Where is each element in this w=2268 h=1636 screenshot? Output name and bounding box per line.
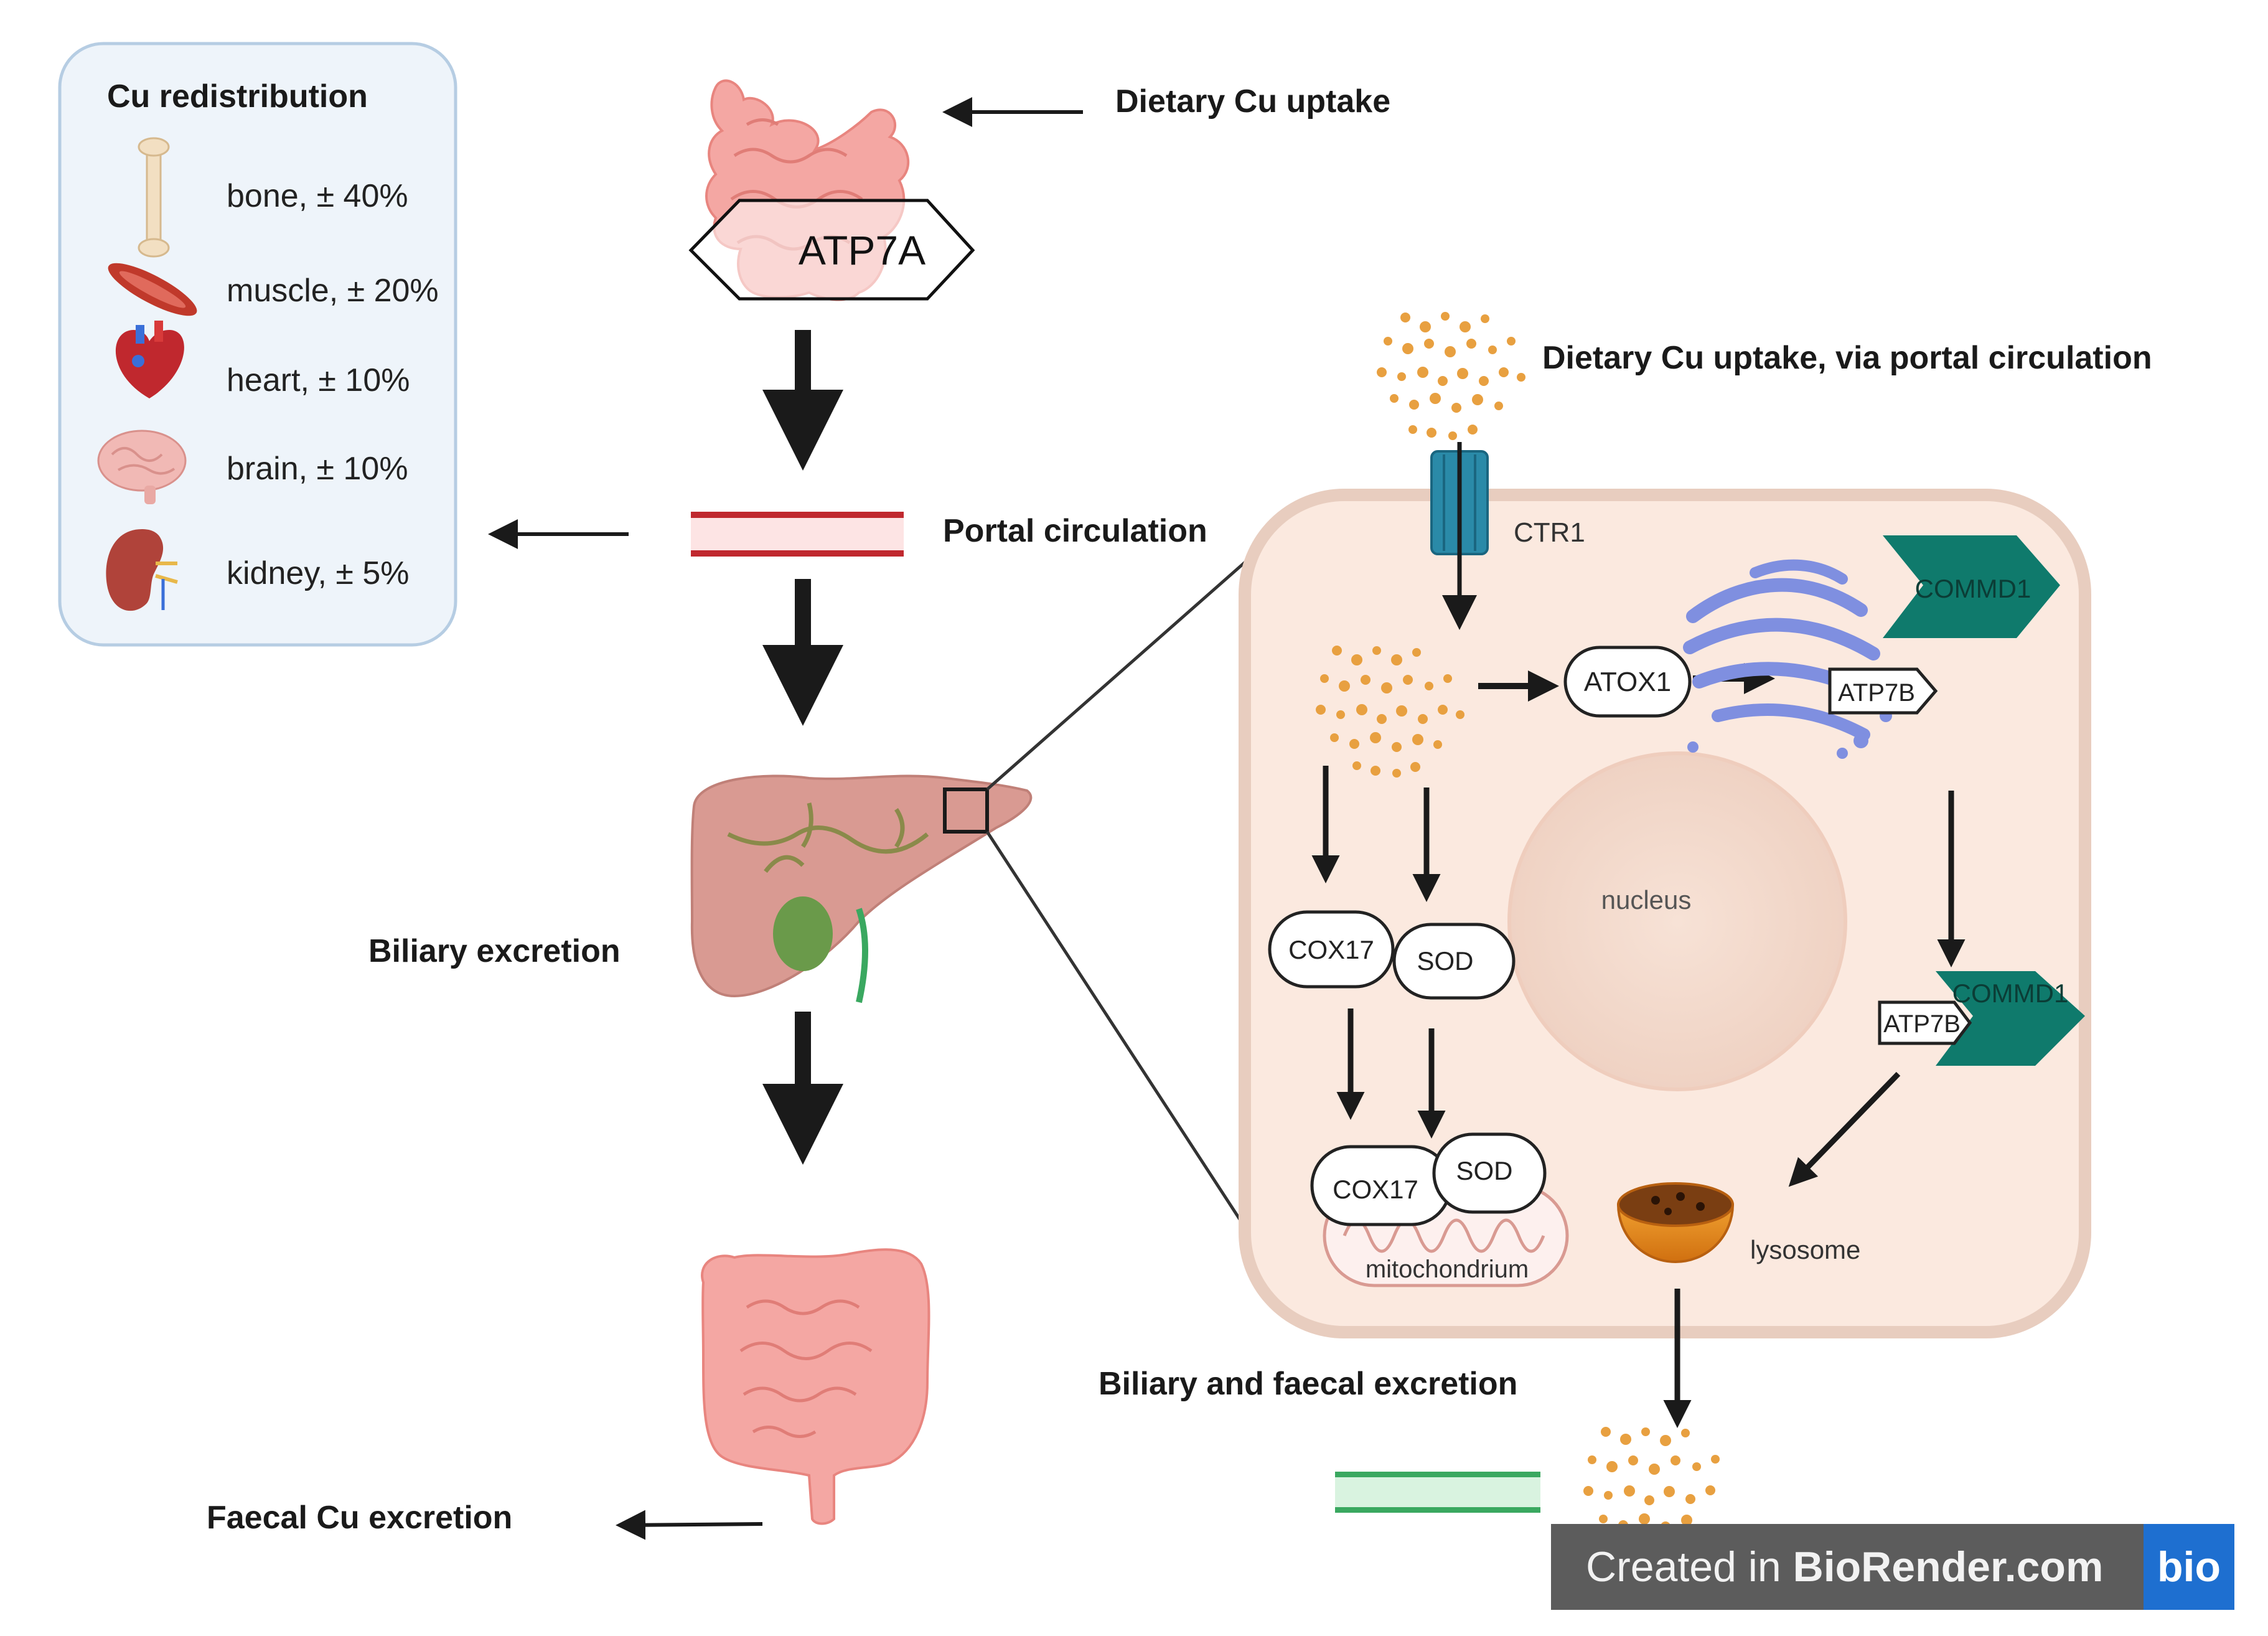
legend-item-muscle: muscle, ± 20%: [227, 273, 439, 309]
faecal-excretion-arrow: [616, 1510, 763, 1540]
biliary-faecal-excretion-label: Biliary and faecal excretion: [1099, 1366, 1517, 1402]
sod-chaperone-top: SOD: [1392, 923, 1516, 1000]
atp7a-transporter: ATP7A: [688, 199, 975, 301]
dietary-portal-uptake-label: Dietary Cu uptake, via portal circulatio…: [1542, 340, 2152, 376]
atp7b-bottom-tag: ATP7B: [1878, 1000, 1972, 1045]
ctr1-label: CTR1: [1514, 517, 1585, 548]
atp7b-bottom-label: ATP7B: [1883, 1010, 1961, 1038]
zoom-line-bottom: [985, 830, 1283, 1284]
legend-item-bone: bone, ± 40%: [227, 178, 408, 214]
heart-icon: [115, 321, 184, 398]
atox1-label: ATOX1: [1584, 667, 1671, 697]
badge-logo-label: bio: [2157, 1543, 2221, 1591]
cox17-chaperone-top: COX17: [1268, 910, 1395, 989]
bone-icon: [138, 137, 170, 258]
legend-item-kidney: kidney, ± 5%: [227, 555, 410, 591]
zoom-box: [943, 787, 989, 834]
copper-cluster-icon: [1377, 312, 1525, 440]
commd1-bottom-label: COMMD1: [1952, 979, 2069, 1008]
commd1-top-icon: COMMD1: [1883, 535, 2060, 638]
cox17-chaperone-bottom: COX17: [1310, 1145, 1452, 1226]
cox17-top-label: COX17: [1288, 935, 1374, 964]
faecal-cu-excretion-label: Faecal Cu excretion: [207, 1500, 512, 1536]
atp7b-golgi-label: ATP7B: [1838, 679, 1915, 707]
panel-title: Cu redistribution: [107, 78, 368, 115]
nucleus-label: nucleus: [1601, 885, 1692, 914]
biorender-logo-icon: [2144, 1524, 2234, 1610]
muscle-icon: [108, 263, 197, 316]
arrow-to-lysosome: [1788, 1071, 1901, 1187]
intracellular-copper-icon: [1316, 646, 1464, 778]
brain-icon: [97, 430, 187, 504]
dietary-cu-uptake-label: Dietary Cu uptake: [1115, 83, 1390, 120]
commd1-top-label: COMMD1: [1915, 574, 2031, 603]
portal-vessel-icon: [691, 512, 904, 557]
cox17-bottom-label: COX17: [1333, 1175, 1418, 1204]
zoom-line-top: [986, 531, 1280, 791]
kidney-icon: [106, 529, 178, 611]
cu-redistribution-panel: Cu redistribution bone, ± 40% muscle, ± …: [58, 42, 457, 647]
legend-item-brain: brain, ± 10%: [227, 451, 408, 487]
lysosome-label: lysosome: [1750, 1235, 1860, 1264]
sod-top-label: SOD: [1417, 946, 1473, 975]
large-intestine-icon: [701, 1248, 930, 1525]
legend-item-heart: heart, ± 10%: [227, 362, 410, 398]
nucleus: nucleus: [1507, 751, 1847, 1091]
svg-text:Created in BioRender.com: Created in BioRender.com: [1586, 1543, 2103, 1591]
atox1-protein: ATOX1: [1563, 646, 1692, 718]
mitochondrion-label: mitochondrium: [1366, 1256, 1529, 1283]
liver-icon: [690, 774, 1033, 1004]
sod-bottom-label: SOD: [1456, 1156, 1512, 1185]
commd1-bottom-icon: COMMD1: [1936, 971, 2085, 1066]
bile-duct-icon: [1335, 1472, 1540, 1513]
atp7a-label: ATP7A: [799, 227, 925, 273]
badge-prefix: Created in: [1586, 1543, 1793, 1591]
sod-chaperone-bottom: SOD: [1432, 1132, 1547, 1214]
atp7b-golgi-tag: ATP7B: [1828, 667, 1938, 715]
lysosome-icon: [1616, 1182, 1735, 1263]
biorender-badge[interactable]: Created in BioRender.com bio: [1551, 1524, 2234, 1610]
badge-brand: BioRender.com: [1793, 1543, 2104, 1591]
portal-circulation-label: Portal circulation: [943, 513, 1207, 549]
biliary-excretion-label: Biliary excretion: [368, 933, 621, 969]
